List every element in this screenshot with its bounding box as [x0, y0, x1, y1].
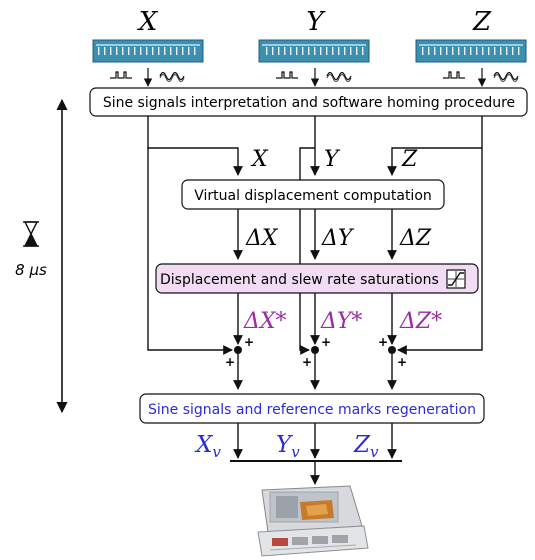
saturation-box: [155, 263, 479, 294]
saturation-to-sum-lines: [233, 293, 397, 345]
out-x-label: Xv: [194, 432, 221, 461]
out-y-label: Yv: [276, 432, 300, 461]
virtual-displacement-label: Virtual displacement computation: [194, 188, 432, 204]
sum-node-y: [311, 346, 319, 354]
sum-sign-x-left: +: [225, 355, 235, 369]
out-z-main: Z: [353, 432, 371, 458]
sat-x-label: ΔX*: [243, 309, 287, 334]
sum-sign-y-left: +: [302, 355, 312, 369]
virtual-displacement-box: [181, 179, 445, 210]
encoder-scale-y-icon: [258, 39, 370, 63]
axis-y-name: Y: [306, 7, 326, 37]
hourglass-icon: [23, 221, 39, 247]
timing-label: 8 µs: [15, 261, 47, 279]
regen-to-bus-lines: [230, 423, 402, 485]
regeneration-box-label: Sine signals and reference marks regener…: [148, 402, 476, 418]
out-y-main: Y: [276, 432, 294, 458]
sat-y-label: ΔY*: [320, 309, 362, 334]
signal-icons-z: [443, 68, 519, 87]
axis-x-name: X: [137, 7, 159, 37]
cnc-machine-icon: [257, 485, 369, 557]
sum-node-x: [234, 346, 242, 354]
sum-to-regen-lines: [233, 354, 397, 390]
encoder-scale-x-icon: [92, 39, 204, 63]
delta-z-label: ΔZ: [399, 226, 432, 251]
sum-node-z: [388, 346, 396, 354]
reference-pulse-icon: [443, 71, 465, 79]
raw-z-label: Z: [401, 147, 418, 172]
sum-sign-z-top: +: [378, 335, 388, 349]
homing-box-label: Sine signals interpretation and software…: [103, 95, 515, 111]
homing-box: [89, 87, 528, 117]
encoder-scale-z-icon: [415, 39, 527, 63]
reference-pulse-icon: [276, 71, 298, 79]
delta-y-label: ΔY: [321, 226, 355, 251]
axis-z-name: Z: [472, 7, 492, 37]
out-x-main: X: [194, 432, 214, 458]
virtual-to-saturation-lines: [233, 209, 397, 260]
sine-wave-icon: [493, 71, 519, 81]
sum-sign-y-top: +: [321, 335, 331, 349]
sum-sign-z-right: +: [397, 355, 407, 369]
sine-wave-icon: [326, 71, 352, 81]
sum-sign-x-top: +: [244, 335, 254, 349]
sine-wave-icon: [159, 71, 185, 81]
signal-icons-x: [110, 68, 185, 87]
out-x-sub: v: [212, 443, 221, 461]
reference-pulse-icon: [110, 71, 132, 79]
regeneration-box: [139, 393, 485, 424]
raw-x-label: X: [250, 147, 269, 172]
signal-icons-y: [276, 68, 352, 87]
out-y-sub: v: [291, 443, 300, 461]
out-z-label: Zv: [353, 432, 379, 461]
delta-x-label: ΔX: [245, 226, 279, 251]
saturation-box-label: Displacement and slew rate saturations: [160, 272, 439, 288]
out-z-sub: v: [370, 443, 379, 461]
raw-y-label: Y: [324, 147, 341, 172]
saturation-curve-icon: [446, 269, 466, 289]
sat-z-label: ΔZ*: [399, 309, 442, 334]
homing-to-virtual-lines: [147, 116, 483, 355]
